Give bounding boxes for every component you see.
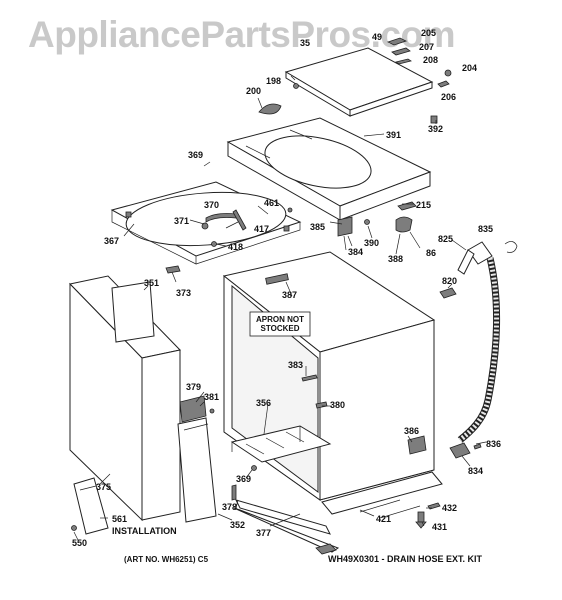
label-432: 432 <box>442 503 457 513</box>
apron-note-line2: STOCKED <box>261 324 300 333</box>
hose-fittings <box>439 287 482 459</box>
label-200: 200 <box>246 86 261 96</box>
leader-lines <box>73 75 487 541</box>
bracket-373 <box>165 265 181 274</box>
art-number: (ART NO. WH6251) C5 <box>124 555 209 564</box>
apron-note <box>249 311 311 337</box>
bottom-rails <box>233 471 443 555</box>
label-418: 418 <box>228 242 243 252</box>
lid-part <box>284 47 434 117</box>
label-206: 206 <box>441 92 456 102</box>
lid-latch-parts <box>258 83 299 115</box>
bracket-386 <box>407 435 427 455</box>
label-384: 384 <box>348 247 363 257</box>
top-small-parts <box>337 115 438 251</box>
label-top-left: 49 <box>372 32 382 42</box>
label-198: 198 <box>266 76 281 86</box>
label-825: 825 <box>438 234 453 244</box>
label-431: 431 <box>432 522 447 532</box>
label-208: 208 <box>423 55 438 65</box>
label-377: 377 <box>256 528 271 538</box>
drain-hose <box>457 241 518 443</box>
tub-parts <box>201 207 293 247</box>
label-383: 383 <box>288 360 303 370</box>
label-388: 388 <box>388 254 403 264</box>
label-86: 86 <box>426 248 436 258</box>
label-369-bottom: 369 <box>236 474 251 484</box>
label-371: 371 <box>174 216 189 226</box>
front-panel <box>69 275 181 522</box>
strip-parts <box>179 395 215 423</box>
label-550: 550 <box>72 538 87 548</box>
hinge-parts <box>386 37 452 88</box>
base-pan <box>230 425 332 463</box>
label-lid: 35 <box>300 38 310 48</box>
leveling-parts <box>231 465 441 529</box>
main-top-cover <box>226 117 432 221</box>
label-386: 386 <box>404 426 419 436</box>
label-391: 391 <box>386 130 401 140</box>
label-370: 370 <box>204 200 219 210</box>
label-367: 367 <box>104 236 119 246</box>
label-834: 834 <box>468 466 483 476</box>
label-207: 207 <box>419 42 434 52</box>
label-380: 380 <box>330 400 345 410</box>
label-375: 375 <box>96 482 111 492</box>
watermark: AppliancePartsPros.com <box>28 14 455 55</box>
label-381: 381 <box>204 392 219 402</box>
label-392: 392 <box>428 124 443 134</box>
label-561: 561 <box>112 514 127 524</box>
label-379: 379 <box>186 382 201 392</box>
label-421: 421 <box>376 514 391 524</box>
label-356: 356 <box>256 398 271 408</box>
label-351: 351 <box>144 278 159 288</box>
label-390: 390 <box>364 238 379 248</box>
diagram-notes: APRON NOT STOCKED INSTALLATION (ART NO. … <box>112 315 483 564</box>
label-204: 204 <box>462 63 477 73</box>
label-373: 373 <box>176 288 191 298</box>
panel-351 <box>111 281 155 343</box>
label-215: 215 <box>416 200 431 210</box>
label-369-top: 369 <box>188 150 203 160</box>
installation-booklet <box>71 477 109 535</box>
label-417: 417 <box>254 224 269 234</box>
label-387: 387 <box>282 290 297 300</box>
installation-note: INSTALLATION <box>112 526 177 536</box>
drain-hose-kit-note: WH49X0301 - DRAIN HOSE EXT. KIT <box>328 554 483 564</box>
label-835: 835 <box>478 224 493 234</box>
label-352: 352 <box>230 520 245 530</box>
label-836: 836 <box>486 439 501 449</box>
label-207-top: 205 <box>421 28 436 38</box>
label-461: 461 <box>264 198 279 208</box>
apron-352 <box>177 417 217 523</box>
cabinet <box>222 251 436 501</box>
label-820: 820 <box>442 276 457 286</box>
label-378: 378 <box>222 502 237 512</box>
label-385: 385 <box>310 222 325 232</box>
part-labels: 35 49 205 207 208 204 206 198 200 391 39… <box>72 28 501 548</box>
apron-note-line1: APRON NOT <box>256 315 304 324</box>
